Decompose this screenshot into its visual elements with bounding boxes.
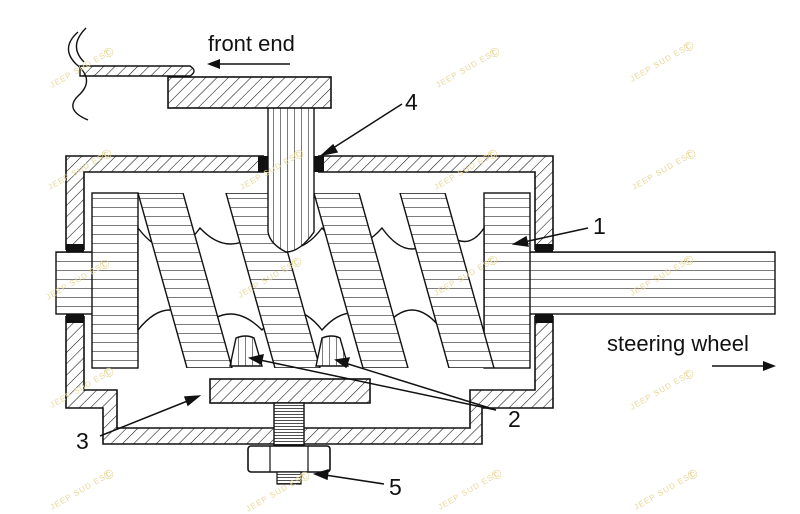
- front-end-link: [67, 27, 195, 121]
- roller-right: [315, 335, 349, 367]
- callout-1: 1: [593, 213, 606, 239]
- seal-left-bottom: [66, 314, 84, 323]
- steering-wheel-arrow-icon: [712, 361, 776, 371]
- callout-4: 4: [405, 89, 418, 115]
- label-steering-wheel: steering wheel: [607, 331, 749, 356]
- input-shaft: [55, 251, 776, 315]
- seal-right-bottom: [535, 314, 553, 323]
- callout-2: 2: [508, 406, 521, 432]
- front-end-arrow-icon: [207, 59, 290, 69]
- adjusting-screw: [247, 402, 331, 485]
- seal-top-right: [314, 156, 324, 172]
- label-front-end: front end: [208, 31, 295, 56]
- callout-3: 3: [76, 428, 89, 454]
- seal-right-top: [535, 244, 553, 253]
- seal-left-top: [66, 244, 84, 253]
- seal-top-left: [258, 156, 268, 172]
- pitman-arm: [167, 76, 332, 109]
- worm-gear: [91, 192, 531, 369]
- lock-nut: [247, 445, 331, 473]
- seals: [66, 156, 553, 323]
- bearing-plate: [209, 378, 371, 404]
- callout-5: 5: [389, 474, 402, 500]
- sector-shaft: [167, 76, 332, 253]
- callout-leaders: [99, 103, 589, 485]
